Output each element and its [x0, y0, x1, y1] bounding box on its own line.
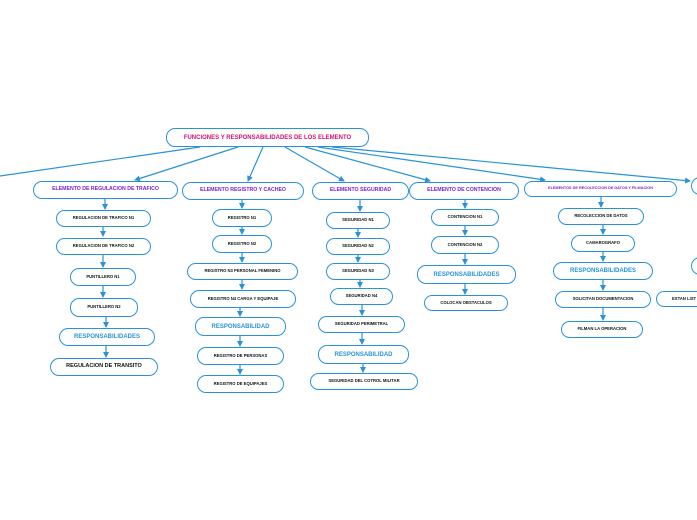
node-registro-equipajes[interactable]: REGISTRO DE EQUIPAJES [197, 375, 284, 393]
node-contencion-n1[interactable]: CONTENCION N1 [431, 209, 499, 226]
branch-recoleccion-datos[interactable]: ELEMENTOS DE RECOLECCION DE DATOS Y FILM… [524, 181, 677, 197]
node-registro-n1[interactable]: REGISTRO N1 [212, 209, 272, 227]
branch-contencion[interactable]: ELEMENTO DE CONTENCION [409, 182, 519, 200]
node-estan-listos[interactable]: ESTAN LIST [656, 291, 697, 307]
node-seguridad-n1[interactable]: SEGURIDAD N1 [326, 212, 390, 229]
node-seguridad-cotrol-militar[interactable]: SEGURIDAD DEL COTROL MILITAR [310, 373, 418, 390]
node-regulacion-transito[interactable]: REGULACION DE TRANSITO [50, 358, 158, 376]
node-responsabilidades-trafico[interactable]: RESPONSABILIDADES [59, 328, 155, 346]
node-regulacion-trafico-n2[interactable]: REGULACION DE TRAFICO N2 [56, 238, 151, 255]
branch-regulacion-trafico[interactable]: ELEMENTO DE REGULACION DE TRAFICO [33, 181, 178, 199]
node-seguridad-n2[interactable]: SEGURIDAD N2 [326, 238, 390, 255]
node-filman-operacion[interactable]: FILMAN LA OPERACION [561, 321, 643, 338]
node-responsabilidades-contencion[interactable]: RESPONSABILIDADES [417, 265, 516, 284]
node-recoleccion-datos[interactable]: RECOLECCION DE DATOS [558, 208, 644, 225]
node-seguridad-n3[interactable]: SEGURIDAD N3 [326, 263, 390, 280]
node-registro-n2[interactable]: REGISTRO N2 [212, 235, 272, 253]
node-colocan-obstaculos[interactable]: COLOCAN OBSTACULOS [424, 295, 508, 311]
node-seguridad-n4[interactable]: SEGURIDAD N4 [330, 288, 393, 305]
node-camarografo[interactable]: CAMAROGRAFO [571, 235, 635, 252]
node-puntillero-n2[interactable]: PUNTILLERO N2 [70, 298, 138, 317]
node-solicitan-documentacion[interactable]: SOLICITAN DOCUMENTACION [555, 291, 651, 308]
node-responsabilidad-registro[interactable]: RESPONSABILIDAD [195, 317, 286, 336]
branch-seguridad[interactable]: ELEMENTO SEGURIDAD [312, 182, 409, 200]
node-puntillero-n1[interactable]: PUNTILLERO N1 [70, 268, 136, 286]
node-responsabilidades-recoleccion[interactable]: RESPONSABILIDADES [553, 262, 653, 280]
node-registro-n4[interactable]: REGISTRO N4 CARGA Y EQUIPAJE [190, 290, 296, 308]
node-contencion-n2[interactable]: CONTENCION N2 [431, 236, 499, 254]
node-responsabilidad-seguridad[interactable]: RESPONSABILIDAD [318, 345, 409, 364]
root-node[interactable]: FUNCIONES Y RESPONSABILIDADES DE LOS ELE… [166, 128, 369, 147]
node-registro-personas[interactable]: REGISTRO DE PERSONAS [197, 347, 284, 365]
node-regulacion-trafico-n1[interactable]: REGULACION DE TRAFICO N1 [56, 210, 151, 227]
node-registro-n3[interactable]: REGISTRO N3 PERSONAL FEMENINO [187, 263, 298, 280]
branch-registro-cacheo[interactable]: ELEMENTO REGISTRO Y CACHEO [182, 182, 304, 200]
node-seguridad-perimetral[interactable]: SEGURIDAD PERIMETRAL [318, 316, 405, 333]
